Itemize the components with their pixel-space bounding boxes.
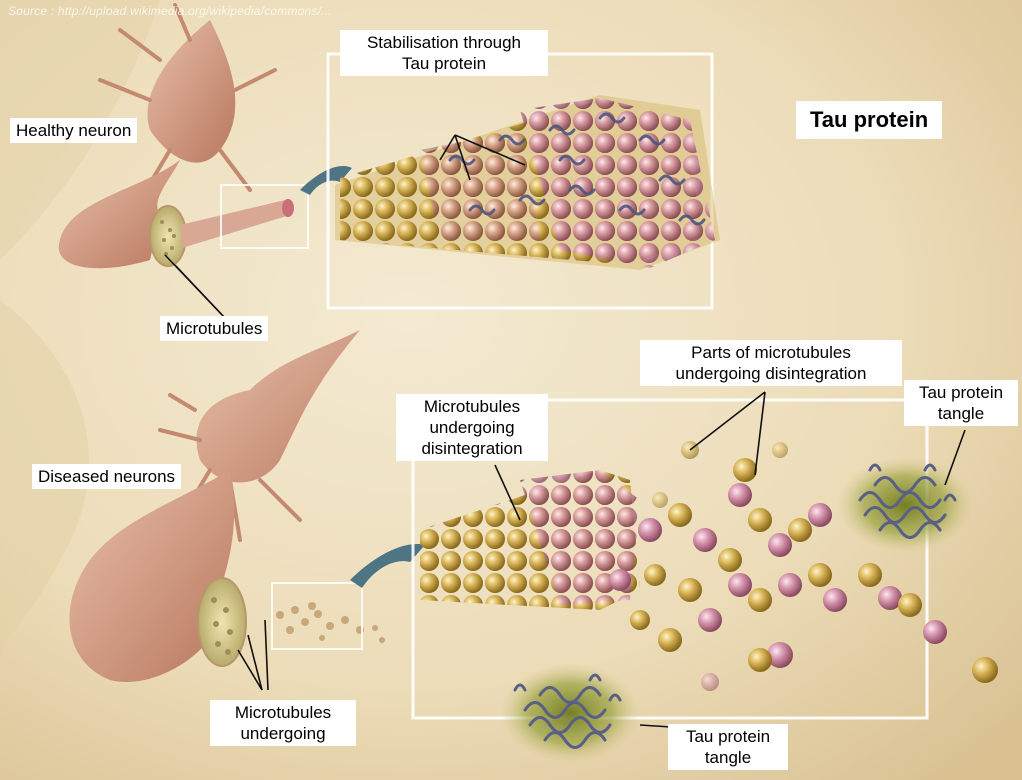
label-line: Tau protein bbox=[910, 382, 1012, 403]
label-diseased-neurons: Diseased neurons bbox=[32, 464, 181, 489]
label-tau-tangle-right: Tau protein tangle bbox=[904, 380, 1018, 426]
label-healthy-neuron: Healthy neuron bbox=[10, 118, 137, 143]
label-tau-tangle-bottom: Tau protein tangle bbox=[668, 724, 788, 770]
label-line: Microtubules bbox=[216, 702, 350, 723]
tau-tangle-right bbox=[837, 457, 973, 553]
label-microtubules-undergoing: Microtubules undergoing bbox=[210, 700, 356, 746]
label-line: tangle bbox=[674, 747, 782, 768]
source-caption: Source : http://upload.wikimedia.org/wik… bbox=[8, 4, 332, 18]
label-line: Parts of microtubules bbox=[646, 342, 896, 363]
label-line: undergoing disintegration bbox=[646, 363, 896, 384]
label-microtubules-disintegration: Microtubules undergoing disintegration bbox=[396, 394, 548, 461]
label-parts-disintegration: Parts of microtubules undergoing disinte… bbox=[640, 340, 902, 386]
label-line: tangle bbox=[910, 403, 1012, 424]
label-line: Tau protein bbox=[346, 53, 542, 74]
label-line: Tau protein bbox=[674, 726, 782, 747]
label-microtubules: Microtubules bbox=[160, 316, 268, 341]
label-line: undergoing bbox=[216, 723, 350, 744]
label-line: Stabilisation through bbox=[346, 32, 542, 53]
label-line: undergoing bbox=[402, 417, 542, 438]
label-line: Microtubules bbox=[402, 396, 542, 417]
label-line: disintegration bbox=[402, 438, 542, 459]
tau-tangle-bottom bbox=[500, 663, 640, 763]
diagram-title: Tau protein bbox=[796, 101, 942, 139]
label-stabilisation: Stabilisation through Tau protein bbox=[340, 30, 548, 76]
